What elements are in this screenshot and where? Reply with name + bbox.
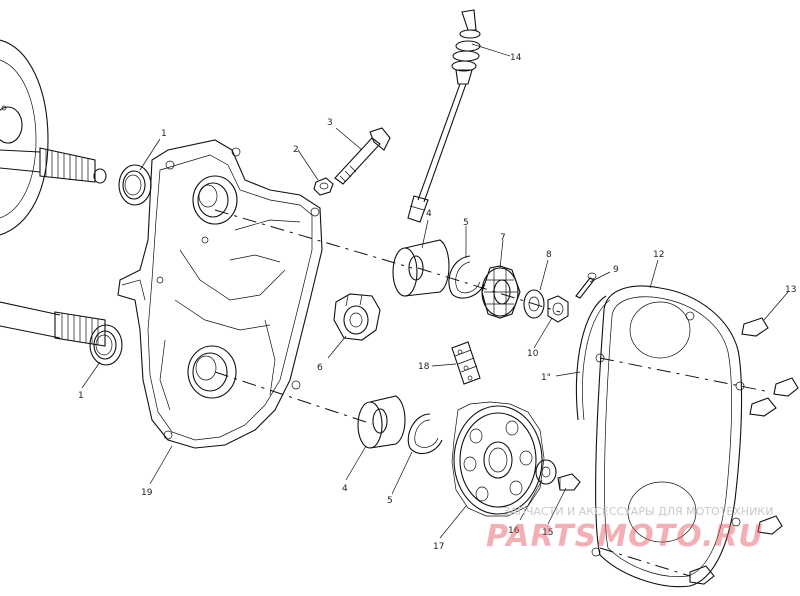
callout-15: 15 bbox=[542, 528, 553, 538]
callout-5-lower: 5 bbox=[387, 496, 393, 506]
cover-bolts-13 bbox=[689, 317, 799, 585]
callout-labels: 1 1 1" 2 3 4 4 5 5 6 7 8 9 10 12 13 14 1… bbox=[78, 53, 796, 552]
callout-2: 2 bbox=[293, 145, 299, 155]
callout-8: 8 bbox=[546, 250, 552, 260]
cotter-pin-9 bbox=[575, 272, 597, 299]
upper-shaft bbox=[0, 147, 107, 184]
callout-18: 18 bbox=[418, 362, 430, 372]
sprocket-7 bbox=[481, 265, 521, 319]
callout-17: 17 bbox=[433, 542, 444, 552]
callout-1-upper: 1 bbox=[161, 129, 167, 139]
bolt-3 bbox=[334, 127, 391, 185]
callout-7: 7 bbox=[500, 233, 506, 243]
callout-6: 6 bbox=[317, 363, 323, 373]
snap-ring-5-upper bbox=[448, 255, 485, 299]
callout-9: 9 bbox=[613, 265, 619, 275]
upper-seal bbox=[118, 164, 152, 206]
chain-18 bbox=[451, 341, 481, 385]
callout-5-upper: 5 bbox=[463, 218, 469, 228]
callout-4-lower: 4 bbox=[342, 484, 348, 494]
watermark-tagline: ЗАПЧАСТИ И АКСЕССУАРЫ ДЛЯ МОТОТЕХНИКИ bbox=[503, 505, 773, 518]
lower-seal bbox=[89, 324, 123, 366]
snap-ring-5-lower bbox=[407, 413, 443, 455]
callout-10: 10 bbox=[527, 349, 539, 359]
washer-8 bbox=[523, 289, 545, 319]
lower-shaft bbox=[0, 301, 106, 347]
callout-12: 12 bbox=[653, 250, 664, 260]
callout-14: 14 bbox=[510, 53, 522, 63]
nut-2 bbox=[313, 177, 334, 196]
callout-1-gasket: 1" bbox=[541, 373, 551, 383]
watermark: ЗАПЧАСТИ И АКСЕССУАРЫ ДЛЯ МОТОТЕХНИКИ PA… bbox=[486, 505, 773, 554]
center-lines bbox=[214, 209, 771, 577]
washer-16 bbox=[535, 459, 557, 485]
callout-16: 16 bbox=[508, 526, 520, 536]
callout-1-lower: 1 bbox=[78, 391, 84, 401]
drive-disc bbox=[0, 39, 49, 236]
gear-17 bbox=[451, 401, 545, 517]
gasket-1 bbox=[575, 295, 611, 421]
bolt-15 bbox=[557, 473, 581, 491]
bearing-4-lower bbox=[357, 395, 406, 449]
callout-19: 19 bbox=[141, 488, 153, 498]
callout-13: 13 bbox=[785, 285, 796, 295]
leader-lines bbox=[81, 43, 789, 539]
gearcase-housing bbox=[117, 139, 323, 449]
callout-3: 3 bbox=[327, 118, 333, 128]
bearing-4-upper bbox=[392, 239, 450, 297]
cover-12 bbox=[591, 285, 745, 588]
dipstick-14 bbox=[407, 9, 481, 223]
watermark-brand: PARTSMOTO.RU bbox=[486, 519, 764, 554]
tensioner-6 bbox=[333, 293, 381, 341]
nut-10 bbox=[547, 295, 569, 323]
callout-4-upper: 4 bbox=[426, 209, 432, 219]
